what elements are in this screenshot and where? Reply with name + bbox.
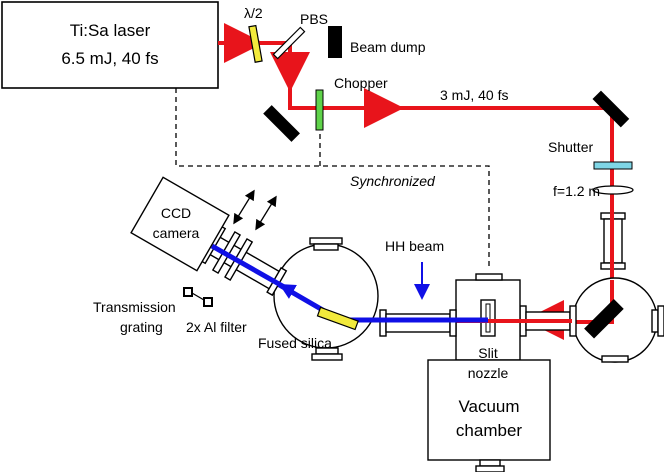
synchronized-label: Synchronized — [350, 173, 436, 189]
laser-label-line2: 6.5 mJ, 40 fs — [61, 49, 158, 68]
shutter — [593, 161, 633, 170]
chopper — [315, 89, 324, 131]
beam-energy-label: 3 mJ, 40 fs — [440, 87, 508, 103]
translation-arrow-2 — [255, 195, 277, 231]
vacuum-flange-bottom — [479, 459, 501, 467]
left-chamber-flange-bottom — [311, 353, 343, 361]
fused-silica-chamber — [273, 243, 379, 349]
half-wave-label: λ/2 — [244, 5, 263, 21]
left-chamber-port-top — [313, 243, 339, 251]
vacuum-flange-bottom2 — [475, 465, 505, 472]
vacuum-chamber — [427, 359, 551, 461]
focusing-lens — [592, 185, 634, 195]
transmission-label-line2: grating — [120, 319, 163, 335]
mirror-1 — [263, 105, 300, 142]
fused-silica-plate — [316, 306, 359, 331]
hh-beam-label: HH beam — [385, 238, 444, 254]
filter-symbol — [203, 297, 213, 307]
left-chamber-flange-top — [309, 237, 343, 245]
slit-label-line1: Slit — [478, 345, 498, 361]
laser-box — [1, 1, 219, 89]
hh-tube-flange-right — [449, 309, 457, 337]
vacuum-label-line1: Vacuum — [458, 397, 519, 416]
al-filter-label: 2x Al filter — [186, 319, 247, 335]
vacuum-label-line2: chamber — [456, 421, 522, 440]
half-wave-plate — [248, 24, 263, 63]
grating-symbol — [183, 287, 193, 297]
ccd-label-line1: CCD — [161, 205, 191, 221]
focusing-mirror — [584, 298, 624, 339]
beam-dump-label: Beam dump — [350, 39, 426, 55]
hh-beam-in-tube — [210, 243, 288, 291]
beam-dump — [328, 26, 342, 58]
filter-link — [191, 292, 205, 301]
hh-tube — [385, 313, 451, 333]
pbs-label: PBS — [300, 11, 328, 27]
laser-label-line1: Ti:Sa laser — [70, 21, 151, 40]
mirror-2 — [592, 90, 630, 128]
fused-silica-label: Fused silica — [258, 335, 332, 351]
slit-label-line2: nozzle — [468, 365, 509, 381]
nozzle-flange-top — [475, 273, 503, 281]
shutter-label: Shutter — [548, 139, 593, 155]
ccd-camera — [130, 176, 230, 272]
hh-tube-flange-left — [379, 309, 387, 337]
hh-beam-arrow — [279, 284, 301, 299]
pbs-optic — [272, 26, 306, 60]
right-chamber-flange-bottom — [601, 355, 629, 363]
ccd-label-line2: camera — [153, 225, 200, 241]
laser-beam-in-chamber — [572, 280, 614, 324]
transmission-label-line1: Transmission — [93, 299, 176, 315]
ccd-camera-body — [130, 176, 230, 272]
chopper-label: Chopper — [334, 75, 388, 91]
right-chamber-port-right — [651, 309, 659, 333]
right-chamber-flange-right — [657, 305, 664, 337]
translation-arrow-1 — [233, 189, 255, 225]
focal-length-label: f=1.2 m — [553, 183, 600, 199]
sync-line-main — [175, 88, 490, 268]
